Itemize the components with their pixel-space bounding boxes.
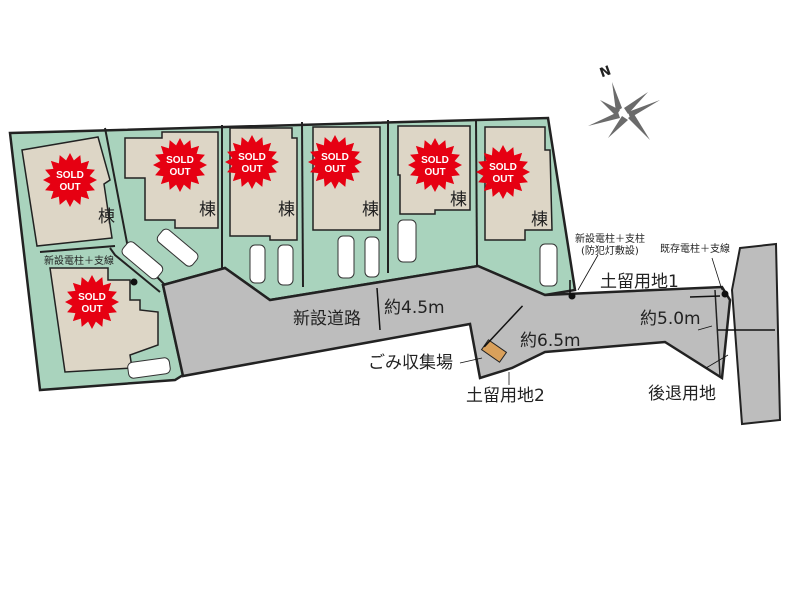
existing-pole-label: 既存電柱＋支線 <box>660 242 730 255</box>
garbage-area <box>480 339 508 363</box>
garbage-label: ごみ収集場 <box>368 353 453 373</box>
starburst-icon <box>153 138 207 192</box>
sold-out-text: SOLD <box>56 170 84 181</box>
sold-out-text: OUT <box>169 167 190 178</box>
sold-out-text: OUT <box>241 164 262 175</box>
road-width-label: 約5.0m <box>640 309 701 329</box>
starburst-icon <box>408 138 462 192</box>
lot-dividers <box>39 118 478 293</box>
sold-out-text: OUT <box>424 167 445 178</box>
lot-label: 棟 <box>199 200 216 220</box>
lot-label: 棟 <box>450 190 467 210</box>
starburst-icon <box>43 153 97 207</box>
setback-label: 後退用地 <box>648 384 716 404</box>
compass-icon: N <box>588 63 660 140</box>
sold-out-text: SOLD <box>321 152 349 163</box>
sold-out-text: OUT <box>81 304 102 315</box>
road-width-label: 約6.5m <box>520 331 581 351</box>
new-road <box>161 264 732 381</box>
lot-label: 棟 <box>362 200 379 220</box>
retaining2-label: 土留用地2 <box>466 386 545 406</box>
sold-out-text: SOLD <box>238 152 266 163</box>
car <box>249 244 266 284</box>
north-label: N <box>598 63 613 81</box>
starburst-icon <box>308 135 362 189</box>
house-3 <box>229 127 298 241</box>
sold-out-text: SOLD <box>489 162 517 173</box>
car <box>337 235 355 279</box>
car <box>397 219 417 263</box>
new-road-label: 新設道路 <box>293 309 361 329</box>
starburst-icon <box>225 135 279 189</box>
car <box>277 244 294 286</box>
dimension-arrows <box>376 254 775 385</box>
utility-pole-icon <box>130 278 138 286</box>
car <box>121 241 164 280</box>
sold-out-text: OUT <box>59 182 80 193</box>
lot-label: 棟 <box>278 200 295 220</box>
sold-out-text: SOLD <box>78 292 106 303</box>
car <box>364 236 380 278</box>
starburst-icon <box>476 145 530 199</box>
new-pole-wire-label: 新設電柱＋支線 <box>44 254 114 267</box>
car <box>127 357 171 379</box>
sold-out-text: SOLD <box>166 155 194 166</box>
sold-out-text: OUT <box>492 174 513 185</box>
starburst-icon <box>65 275 119 329</box>
utility-pole-icon <box>721 290 729 298</box>
lot-label: 棟 <box>98 207 115 227</box>
road-width-label: 約4.5m <box>384 298 445 318</box>
existing-road <box>730 242 782 426</box>
crime-light-label: (防犯灯敷設) <box>581 244 639 257</box>
retaining1-label: 土留用地1 <box>600 272 679 292</box>
new-pole-label: 新設電柱＋支柱 <box>575 232 645 245</box>
car <box>156 228 199 267</box>
lot-label: 棟 <box>531 210 548 230</box>
car <box>539 243 558 287</box>
parking-cars <box>121 219 558 379</box>
sold-out-text: SOLD <box>421 155 449 166</box>
sold-out-text: OUT <box>324 164 345 175</box>
